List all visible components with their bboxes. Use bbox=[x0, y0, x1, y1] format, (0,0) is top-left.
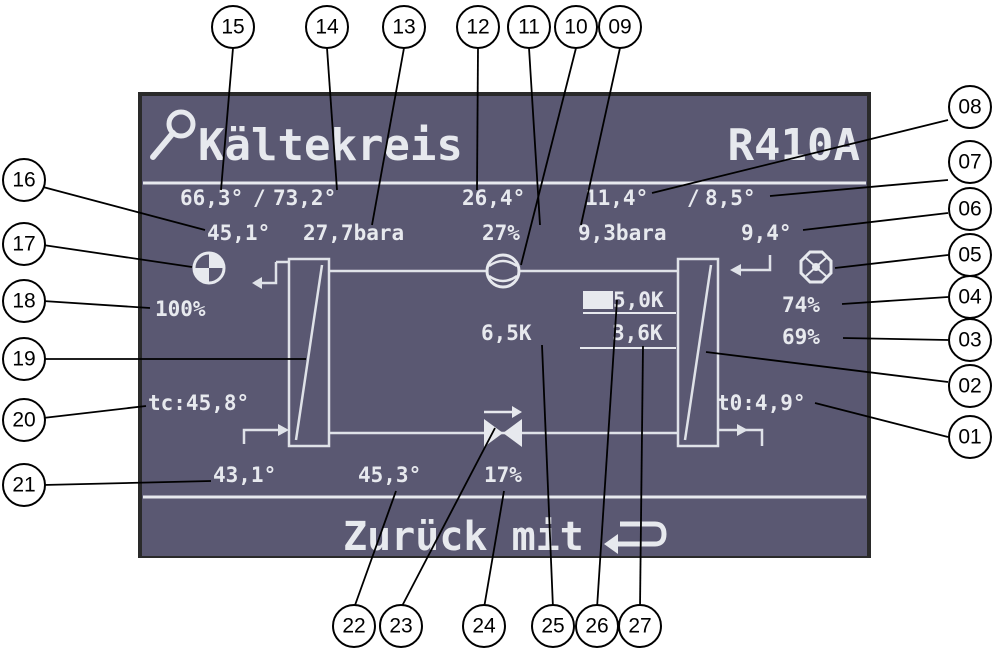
callout-05: 05 bbox=[948, 233, 992, 277]
callout-12: 12 bbox=[456, 5, 500, 49]
value-26: 5,0K bbox=[613, 288, 664, 312]
svg-text:24: 24 bbox=[472, 615, 496, 638]
magnifier-icon bbox=[150, 109, 196, 160]
svg-text:06: 06 bbox=[958, 198, 981, 221]
svg-text:10: 10 bbox=[564, 16, 587, 39]
sight-glass-icon bbox=[485, 253, 521, 289]
svg-text:27: 27 bbox=[628, 615, 651, 638]
evaporator-air-inlet-arrow bbox=[730, 255, 772, 276]
svg-text:12: 12 bbox=[466, 16, 489, 39]
value-25: 6,5K bbox=[481, 321, 532, 345]
svg-text:19: 19 bbox=[12, 348, 35, 371]
callout-23: 23 bbox=[379, 604, 423, 648]
callout-03: 03 bbox=[948, 318, 992, 362]
svg-text:02: 02 bbox=[958, 375, 981, 398]
callout-11: 11 bbox=[507, 5, 551, 49]
callout-22: 22 bbox=[332, 604, 376, 648]
selection-cursor bbox=[583, 291, 613, 309]
fan-icon bbox=[799, 250, 833, 284]
value-15: 66,3° bbox=[180, 186, 243, 210]
svg-text:14: 14 bbox=[315, 16, 339, 39]
separator-slash: / bbox=[687, 186, 700, 210]
svg-text:17: 17 bbox=[12, 233, 35, 256]
svg-text:07: 07 bbox=[958, 151, 981, 174]
condenser-air-outlet-arrow bbox=[242, 424, 289, 444]
svg-text:01: 01 bbox=[958, 426, 981, 449]
value-13: 27,7bara bbox=[303, 221, 404, 245]
callout-25: 25 bbox=[531, 604, 575, 648]
condenser-air-inlet-arrow bbox=[252, 260, 289, 289]
callout-09: 09 bbox=[598, 5, 642, 49]
evaporator-air-outlet-arrow bbox=[718, 424, 764, 446]
return-arrow-icon bbox=[604, 521, 667, 554]
callout-17: 17 bbox=[2, 222, 46, 266]
callout-15: 15 bbox=[211, 5, 255, 49]
svg-text:05: 05 bbox=[958, 244, 981, 267]
separator-slash: / bbox=[253, 186, 266, 210]
value-03: 69% bbox=[782, 325, 820, 349]
value-07: 8,5° bbox=[705, 186, 756, 210]
svg-text:21: 21 bbox=[12, 474, 35, 497]
callout-18: 18 bbox=[2, 279, 46, 323]
value-22: 45,3° bbox=[358, 463, 421, 487]
value-12: 26,4° bbox=[462, 186, 525, 210]
callout-16: 16 bbox=[2, 158, 46, 202]
svg-text:13: 13 bbox=[392, 16, 415, 39]
callout-04: 04 bbox=[948, 275, 992, 319]
back-instruction: Zurück mit bbox=[343, 514, 584, 560]
value-01: t0:4,9° bbox=[717, 391, 806, 415]
callout-20: 20 bbox=[2, 398, 46, 442]
callout-01: 01 bbox=[948, 415, 992, 459]
callout-21: 21 bbox=[2, 463, 46, 507]
value-06: 9,4° bbox=[741, 221, 792, 245]
svg-text:23: 23 bbox=[389, 615, 412, 638]
callout-02: 02 bbox=[948, 364, 992, 408]
svg-text:22: 22 bbox=[342, 615, 365, 638]
callout-14: 14 bbox=[305, 5, 349, 49]
svg-text:26: 26 bbox=[585, 615, 608, 638]
callout-08: 08 bbox=[948, 85, 992, 129]
lcd-screen bbox=[142, 96, 867, 556]
callout-24: 24 bbox=[462, 604, 506, 648]
compressor-icon bbox=[192, 251, 226, 285]
evaporator bbox=[676, 257, 720, 448]
value-09: 9,3bara bbox=[578, 221, 667, 245]
value-21: 43,1° bbox=[213, 463, 276, 487]
callout-27: 27 bbox=[618, 604, 662, 648]
value-04: 74% bbox=[782, 293, 820, 317]
svg-text:03: 03 bbox=[958, 329, 981, 352]
leader-lines bbox=[42, 47, 949, 609]
callout-06: 06 bbox=[948, 187, 992, 231]
callout-10: 10 bbox=[554, 5, 598, 49]
callout-19: 19 bbox=[2, 337, 46, 381]
callout-07: 07 bbox=[948, 140, 992, 184]
svg-text:16: 16 bbox=[12, 169, 35, 192]
value-27: 3,6K bbox=[612, 321, 663, 345]
svg-text:15: 15 bbox=[221, 16, 244, 39]
value-16: 45,1° bbox=[207, 221, 270, 245]
svg-text:08: 08 bbox=[958, 96, 981, 119]
svg-text:25: 25 bbox=[541, 615, 564, 638]
value-24: 17% bbox=[484, 463, 522, 487]
condenser bbox=[287, 257, 331, 448]
screen-title: Kältekreis bbox=[198, 120, 463, 171]
svg-text:11: 11 bbox=[518, 16, 540, 39]
svg-text:20: 20 bbox=[12, 409, 35, 432]
refrigerant-label: R410A bbox=[728, 120, 860, 171]
value-14: 73,2° bbox=[273, 186, 336, 210]
callout-26: 26 bbox=[575, 604, 619, 648]
value-11: 27% bbox=[482, 221, 520, 245]
value-08: 11,4° bbox=[585, 186, 648, 210]
value-20: tc:45,8° bbox=[148, 391, 249, 415]
value-18: 100% bbox=[155, 297, 206, 321]
svg-text:18: 18 bbox=[12, 290, 35, 313]
callout-13: 13 bbox=[382, 5, 426, 49]
svg-text:09: 09 bbox=[608, 16, 631, 39]
svg-text:04: 04 bbox=[958, 286, 982, 309]
